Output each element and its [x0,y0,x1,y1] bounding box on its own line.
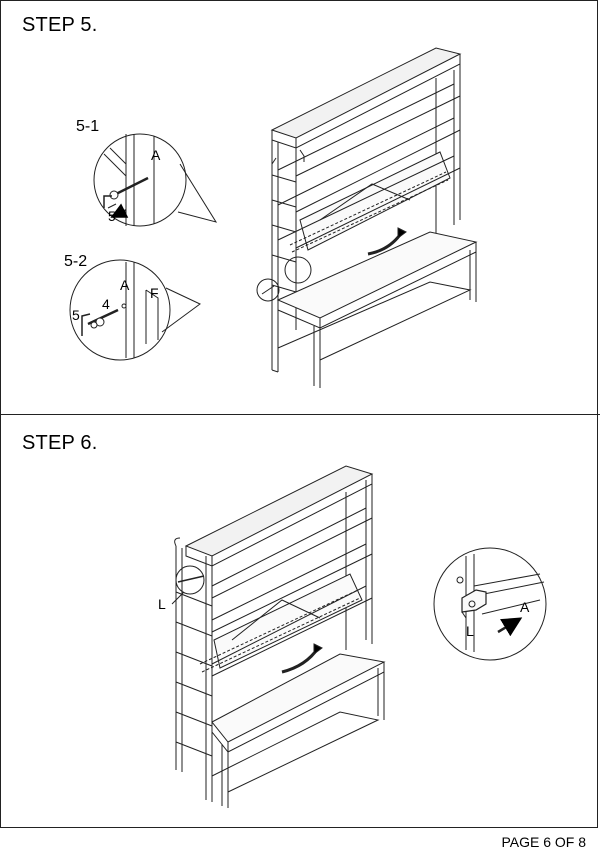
step6-detail [433,547,547,661]
detail-5-1-label-part: 5 [108,208,116,224]
step6-title: STEP 6. [22,432,98,454]
detail-5-2-label-part5: 5 [72,307,80,323]
detail-5-2-title: 5-2 [64,253,87,270]
step6-label-l: L [158,596,166,612]
detail-5-1-title: 5-1 [76,118,99,135]
detail-5-2 [69,259,201,361]
detail-5-1-label-a: A [151,147,161,163]
detail-5-2-label-f: F [150,285,159,301]
page-number: PAGE 6 OF 8 [501,834,586,850]
step-divider [0,414,600,415]
step6-detail-label-l: L [466,623,474,639]
detail-5-1 [93,133,218,227]
detail-5-2-label-part4: 4 [102,296,110,312]
detail-5-2-label-a: A [120,277,130,293]
step6-detail-label-a: A [520,599,530,615]
step5-title: STEP 5. [22,14,98,36]
step6-shelf-unit [171,465,386,808]
step5-shelf-unit [256,47,478,388]
